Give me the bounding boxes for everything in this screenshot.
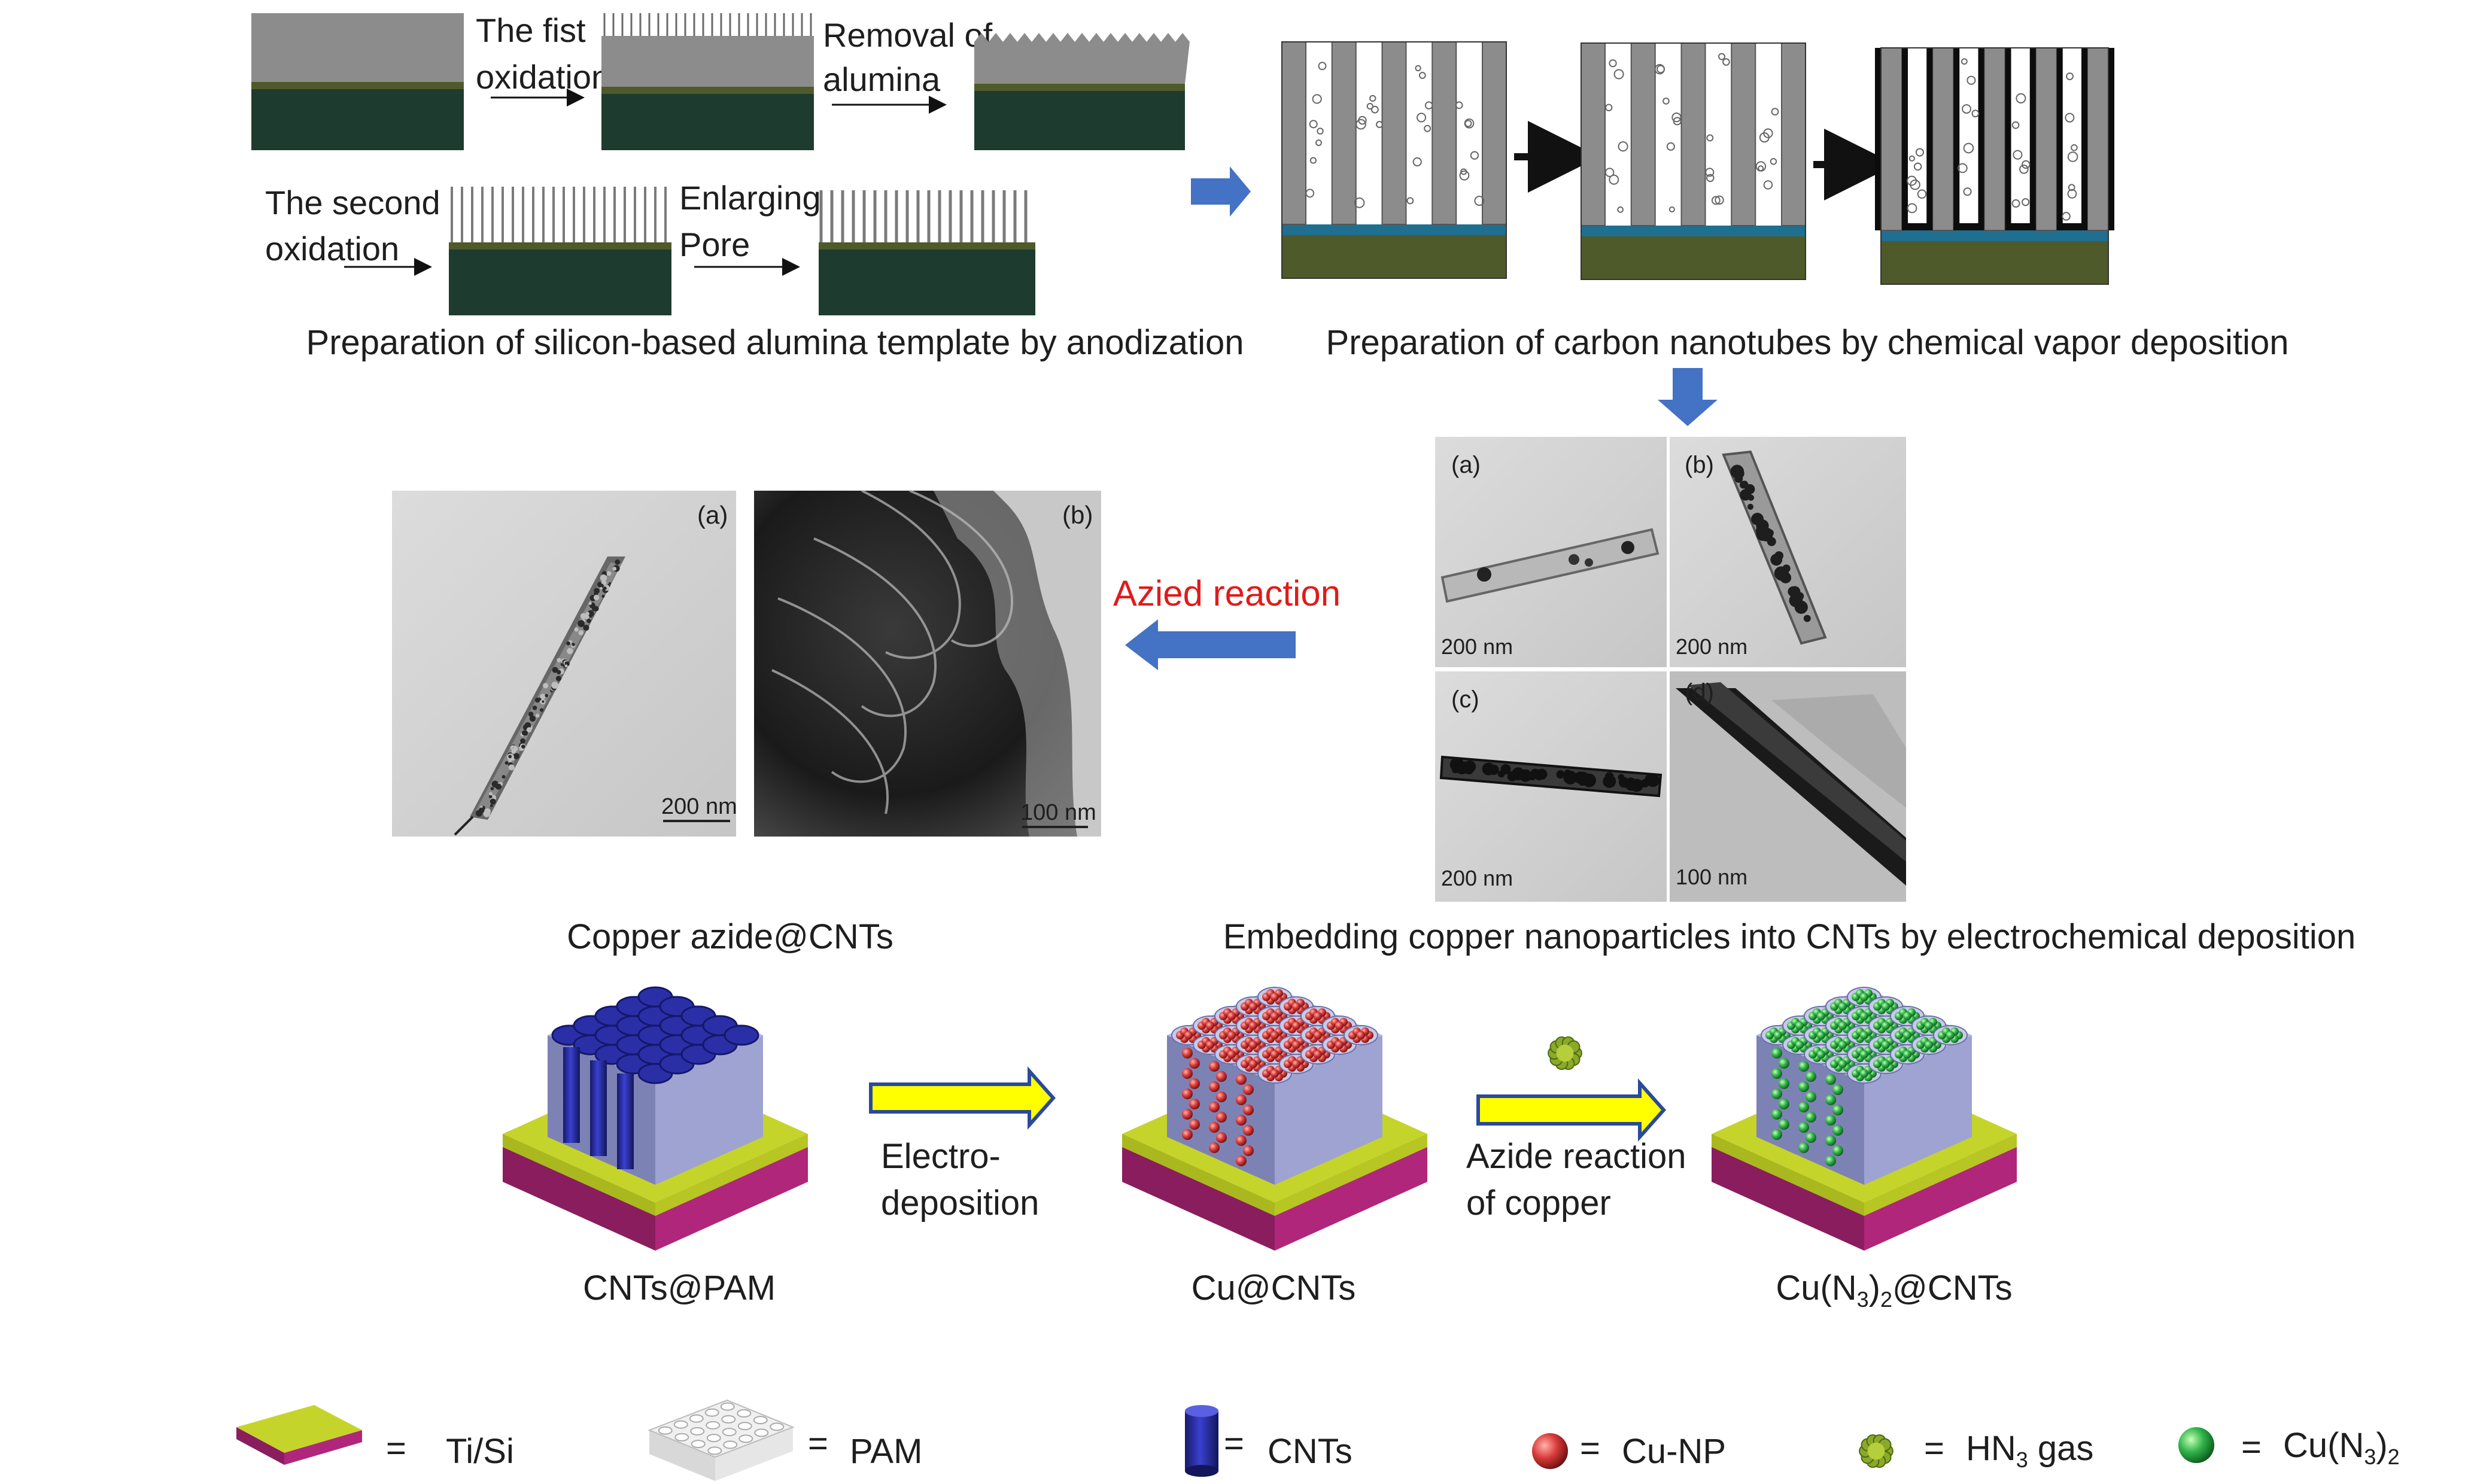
legend-hn3-equals: = <box>1924 1429 1944 1468</box>
legend-pam-swatch <box>648 1399 795 1481</box>
tem-azide-b-label: (b) <box>1062 501 1093 529</box>
tem-copper-azide-b: (b) 100 nm <box>754 489 1101 837</box>
arrow-electrodeposition <box>869 1066 1056 1130</box>
label-first-oxidation-line2: oxidation <box>476 58 610 96</box>
tem-embed-b-label: (b) <box>1685 452 1714 478</box>
legend-hn3-label: HN3 gas <box>1966 1429 2093 1472</box>
legend-tisi-equals: = <box>386 1429 406 1468</box>
label-azide-line1: Azide reaction <box>1466 1137 1686 1176</box>
cvd-template-cnts <box>1875 47 2114 285</box>
label-removal-line2: alumina <box>823 60 941 98</box>
arrow-to-cvd <box>1191 166 1251 217</box>
anodization-block-initial <box>251 13 464 150</box>
process-row: CNTs@PAM Electro- deposition Cu@CNTs Azi… <box>503 986 2017 1312</box>
label-enlarging-line2: Pore <box>679 226 750 263</box>
arrow-down-embed <box>1658 368 1718 426</box>
anodization-block-second-oxidation <box>449 187 671 315</box>
block-cun3-cnts <box>1712 987 2017 1251</box>
caption-copper-azide: Copper azide@CNTs <box>567 917 893 956</box>
legend-cnts-swatch <box>1185 1405 1218 1477</box>
label-second-oxidation-line2: oxidation <box>265 230 399 267</box>
tem-azide-b-scale: 100 nm <box>1020 800 1096 825</box>
legend-pam-equals: = <box>808 1424 828 1463</box>
caption-cun3-cnts: Cu(N3)2@CNTs <box>1776 1269 2012 1312</box>
tem-embed-c: (c) 200 nm <box>1435 671 1667 902</box>
label-first-oxidation-line1: The fist <box>476 11 586 49</box>
anodization-block-enlarged <box>819 190 1035 315</box>
caption-anodization: Preparation of silicon-based alumina tem… <box>306 323 1244 362</box>
block-cnts-pam <box>503 986 808 1251</box>
legend-cunp-label: Cu-NP <box>1622 1432 1726 1471</box>
legend-cun3-swatch <box>2178 1427 2214 1463</box>
legend-pam-label: PAM <box>850 1432 922 1471</box>
legend-cnts-equals: = <box>1224 1424 1244 1463</box>
anodization-section: The fist oxidation Removal of alumina Th… <box>251 11 1244 362</box>
label-removal-line1: Removal of <box>823 16 993 54</box>
tem-embed-d-scale: 100 nm <box>1676 865 1747 889</box>
anodization-block-first-oxidation <box>601 13 814 150</box>
tem-embed-a-scale: 200 nm <box>1441 634 1513 659</box>
cvd-template-empty <box>1281 41 1507 279</box>
caption-cvd: Preparation of carbon nanotubes by chemi… <box>1326 323 2289 362</box>
arrow-azied-reaction <box>1125 619 1296 670</box>
tem-embed-d-label: (d) <box>1685 679 1714 705</box>
caption-embedding: Embedding copper nanoparticles into CNTs… <box>1223 917 2356 956</box>
arrow-azide-reaction <box>1476 1078 1667 1142</box>
legend-tisi-label: Ti/Si <box>446 1432 514 1471</box>
tem-azide-a-scale: 200 nm <box>661 794 737 819</box>
tem-embed-b: (b) 200 nm <box>1670 437 1906 667</box>
cvd-section: Preparation of carbon nanotubes by chemi… <box>1281 41 2289 362</box>
legend-cunp-swatch <box>1532 1433 1568 1469</box>
tem-embed-c-label: (c) <box>1451 686 1479 713</box>
tem-azide-a-label: (a) <box>697 501 728 529</box>
label-azied-reaction: Azied reaction <box>1113 573 1341 613</box>
embed-tem-panels: (a) 200 nm (b) 200 nm (c) 200 nm (d) 100… <box>1223 437 2356 956</box>
label-azide-line2: of copper <box>1466 1184 1611 1223</box>
hn3-gas-particle <box>1548 1036 1582 1071</box>
caption-cu-cnts: Cu@CNTs <box>1192 1269 1356 1307</box>
tem-embed-a-label: (a) <box>1451 452 1481 478</box>
label-electro-line1: Electro- <box>881 1137 1001 1176</box>
label-second-oxidation-line1: The second <box>265 184 440 221</box>
tem-embed-a: (a) 200 nm <box>1435 437 1667 667</box>
cvd-template-deposition <box>1581 42 1806 280</box>
block-cu-cnts <box>1122 987 1427 1251</box>
tem-copper-azide-a: (a) 200 nm <box>392 491 737 837</box>
anodization-block-removed <box>974 33 1190 150</box>
legend-cnts-label: CNTs <box>1268 1432 1353 1471</box>
caption-cnts-pam: CNTs@PAM <box>583 1269 776 1307</box>
tem-embed-c-scale: 200 nm <box>1441 866 1513 890</box>
legend: = Ti/Si = PAM = CNTs = Cu-NP = HN3 gas =… <box>236 1399 2400 1481</box>
legend-cun3-equals: = <box>2241 1428 2262 1467</box>
tem-embed-d: (d) 100 nm <box>1670 671 1906 902</box>
legend-cunp-equals: = <box>1580 1429 1600 1468</box>
legend-tisi-swatch <box>236 1405 362 1465</box>
azide-tem-panels: (a) 200 nm (b) 100 nm Copper azide@CNTs <box>392 489 1101 956</box>
legend-cun3-label: Cu(N3)2 <box>2283 1426 2400 1469</box>
legend-hn3-swatch <box>1859 1434 1894 1468</box>
label-enlarging-line1: Enlarging <box>679 179 821 217</box>
label-electro-line2: deposition <box>881 1184 1039 1223</box>
tem-embed-b-scale: 200 nm <box>1676 634 1747 659</box>
